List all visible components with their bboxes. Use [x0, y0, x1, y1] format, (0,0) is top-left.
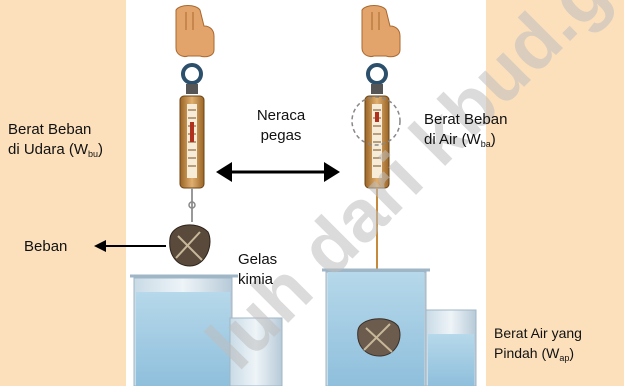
subscript-ap: ap [559, 353, 569, 363]
label-beban: Beban [24, 237, 67, 257]
subscript-bu: bu [88, 149, 98, 159]
label-pindah-line-1: Berat Air yang [494, 323, 582, 343]
left-load-stone [170, 225, 210, 266]
label-gelas: Gelas [238, 250, 277, 270]
label-kimia: kimia [238, 270, 277, 290]
label-neraca: Neraca [251, 106, 311, 126]
label-neraca-pegas: Neraca pegas [251, 106, 311, 146]
label-pegas: pegas [251, 126, 311, 146]
label-berat-air-pindah: Berat Air yang Pindah (Wap) [494, 323, 582, 368]
label-gelas-kimia: Gelas kimia [238, 250, 277, 290]
label-berat-beban-air: Berat Beban di Air (Wba) [424, 110, 507, 154]
subscript-ba: ba [481, 139, 491, 149]
label-line-1: Berat Beban [8, 120, 103, 140]
label-berat-beban-udara: Berat Beban di Udara (Wbu) [8, 120, 103, 164]
label-line-2: di Udara (Wbu) [8, 140, 103, 164]
